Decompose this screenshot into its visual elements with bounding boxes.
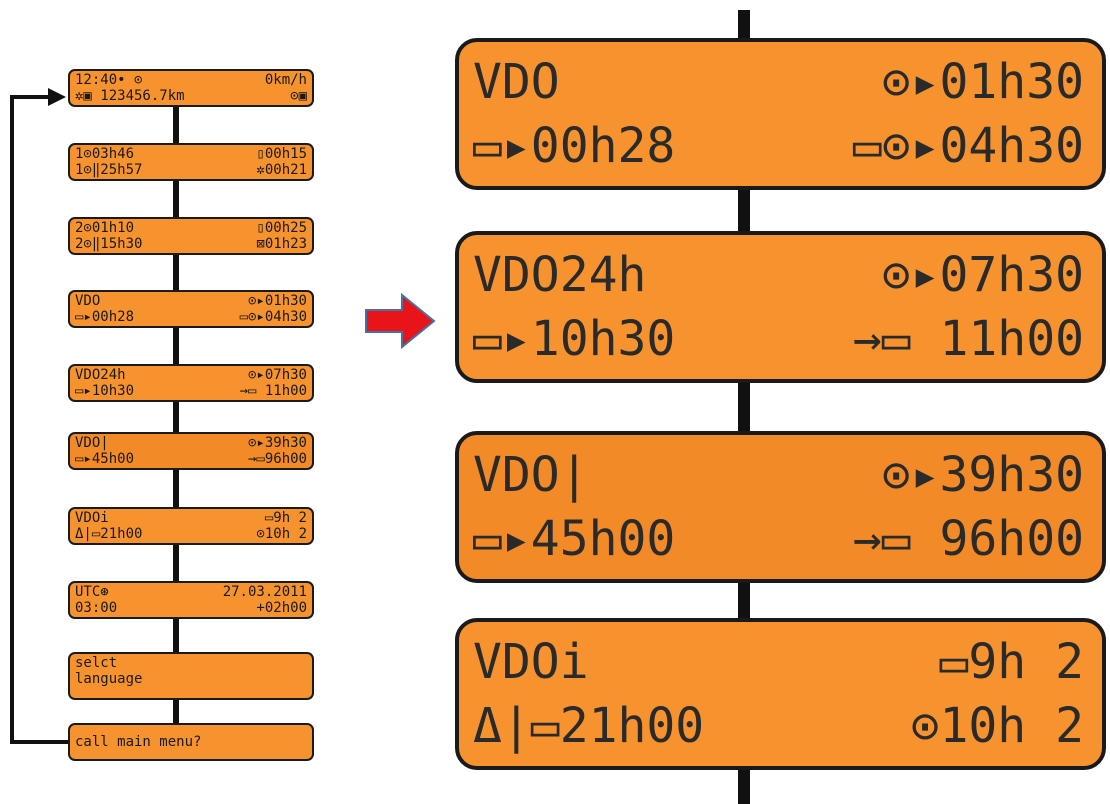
screen-text: ⊙▣ [290,88,307,104]
small-screen-4: VDO ⊙▸01h30 ▭▸00h28 ▭⊙▸04h30 [68,290,314,328]
screen-text: ✲00h21 [256,162,307,178]
screen-text: 0km/h [264,72,307,88]
screen-text: VDO| [75,435,109,451]
screen-text: ✲▣ 123456.7km [75,88,185,104]
screen-text: ▭⊙▸04h30 [852,118,1084,174]
screen-text: ▭▸45h00 [75,451,135,467]
screen-text: ▯00h15 [256,146,307,162]
screen-text: 1⊙03h46 [75,146,135,162]
screen-text: ▭▸00h28 [473,118,676,174]
screen-text: VDOi [473,634,589,690]
screen-text: ▯00h25 [256,220,307,236]
screen-text: Δ|▭21h00 [75,526,143,542]
screen-text: 2⊙01h10 [75,220,135,236]
screen-text: ▭9h 2 [264,510,307,526]
large-screen-vdo: VDO ⊙▸01h30 ▭▸00h28 ▭⊙▸04h30 [455,38,1106,190]
screen-text: 27.03.2011 [222,584,307,600]
small-screen-1: 12:40• ⊙ 0km/h ✲▣ 123456.7km ⊙▣ [68,69,314,107]
large-screen-vdo-week: VDO| ⊙▸39h30 ▭▸45h00 →▭ 96h00 [455,431,1106,583]
small-screen-6: VDO| ⊙▸39h30 ▭▸45h00 →▭96h00 [68,432,314,470]
screen-text: →▭ 96h00 [852,511,1084,567]
small-screen-9: selct language [68,652,314,700]
right-connector-line [738,10,750,804]
small-screen-2: 1⊙03h46 ▯00h15 1⊙‖25h57 ✲00h21 [68,143,314,181]
screen-text: →▭ 11h00 [239,383,307,399]
large-screen-vdo24h: VDO24h ⊙▸07h30 ▭▸10h30 →▭ 11h00 [455,231,1106,383]
screen-text: →▭ 11h00 [852,311,1084,367]
screen-text: ▭▸10h30 [473,311,676,367]
loop-back-arrow [10,88,68,744]
screen-text: ⊙▸01h30 [247,293,307,309]
screen-text: ▭▸45h00 [473,511,676,567]
screen-text: ▭⊙▸04h30 [239,309,307,325]
screen-text: ⊙▸07h30 [247,367,307,383]
screen-text: VDO [75,293,101,309]
screen-text: +02h00 [256,600,307,616]
screen-text: 03:00 [75,600,118,616]
screen-text: UTC⊛ [75,584,109,600]
screen-text: selct [75,655,118,671]
small-screen-8: UTC⊛ 27.03.2011 03:00 +02h00 [68,581,314,619]
small-screen-5: VDO24h ⊙▸07h30 ▭▸10h30 →▭ 11h00 [68,364,314,402]
screen-text: ⊙▸07h30 [881,247,1084,303]
red-arrow-icon [365,292,436,350]
screen-text: VDO [473,54,560,110]
screen-text: ⊠01h23 [256,236,307,252]
small-screen-10: call main menu? [68,723,314,761]
small-screen-3: 2⊙01h10 ▯00h25 2⊙‖15h30 ⊠01h23 [68,217,314,255]
screen-text: ⊙▸39h30 [881,447,1084,503]
screen-text: VDO24h [473,247,647,303]
screen-text: 2⊙‖15h30 [75,236,143,252]
screen-text: 1⊙‖25h57 [75,162,143,178]
small-screen-7: VDOi ▭9h 2 Δ|▭21h00 ⊙10h 2 [68,507,314,545]
screen-text: language [75,671,143,687]
screen-text: VDOi [75,510,109,526]
screen-text: ⊙10h 2 [256,526,307,542]
screen-text: 12:40• ⊙ [75,72,143,88]
screen-text: ⊙10h 2 [910,698,1084,754]
screen-text: ⊙▸39h30 [247,435,307,451]
screen-text: call main menu? [75,734,202,750]
screen-text: ▭▸10h30 [75,383,135,399]
screen-text: Δ|▭21h00 [473,698,705,754]
screen-text: ▭▸00h28 [75,309,135,325]
screen-text: ⊙▸01h30 [881,54,1084,110]
screen-text: →▭96h00 [247,451,307,467]
screen-text: VDO| [473,447,589,503]
left-connector-line [173,100,179,740]
screen-text: VDO24h [75,367,126,383]
screen-text: ▭9h 2 [939,634,1085,690]
large-screen-vdoi: VDOi ▭9h 2 Δ|▭21h00 ⊙10h 2 [455,618,1106,770]
